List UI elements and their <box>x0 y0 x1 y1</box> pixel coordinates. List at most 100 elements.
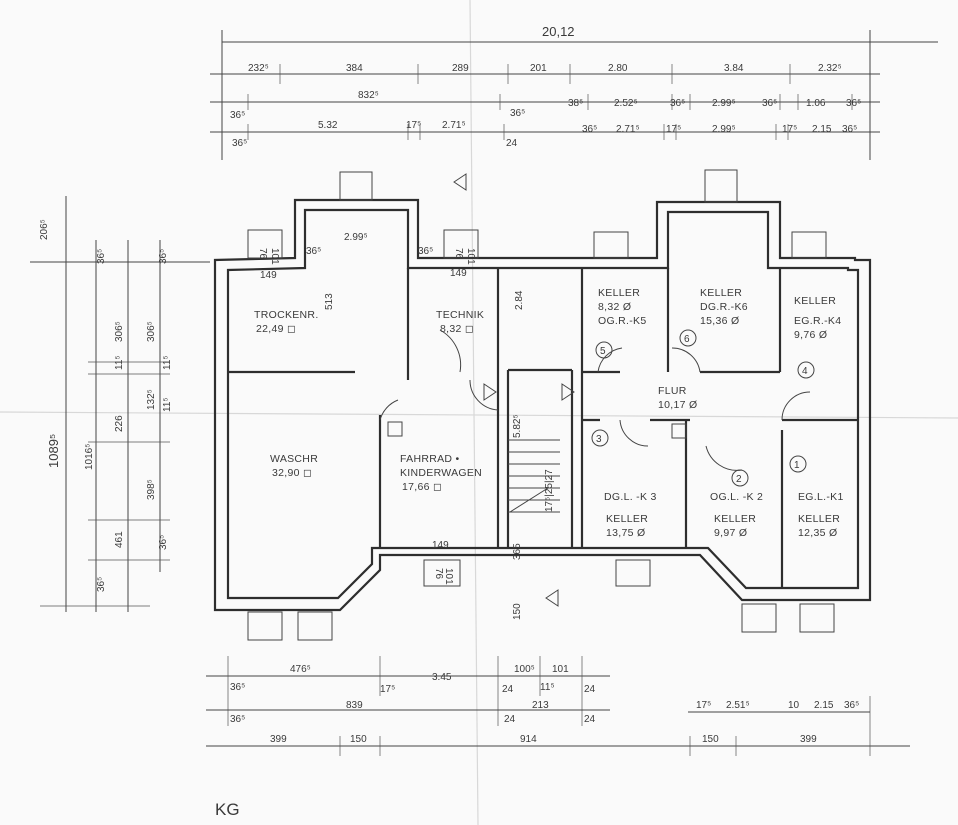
dim-top-row3-8: 17⁵ <box>666 124 681 135</box>
room-name-trocken: TROCKENR. <box>254 309 319 321</box>
dim-left-7: 226 <box>114 415 125 432</box>
dim-top-row3-1: 36⁵ <box>232 138 247 149</box>
dim-top-row3-2: 5.32 <box>318 120 338 131</box>
room-area-k1: 12,35 Ø <box>798 527 837 539</box>
dim-interior-4: 513 <box>324 293 335 310</box>
dim-left-2: 306⁵ <box>146 321 157 342</box>
dim-bottom-19: 399 <box>800 734 817 745</box>
dim-top-row3-3: 17⁵ <box>406 120 421 131</box>
dim-bottom-7: 17⁵ <box>380 684 395 695</box>
dim-left-5: 132⁵ <box>146 389 157 410</box>
dim-left-3: 11⁵ <box>114 355 125 370</box>
room-area-k2: 9,97 Ø <box>714 527 747 539</box>
room-unit-k2: OG.L. -K 2 <box>710 491 763 503</box>
dim-interior-2: 149 <box>450 268 467 279</box>
dim-left-9: 1016⁵ <box>84 444 95 470</box>
dim-bottom-right-1: 17⁵ <box>696 700 711 711</box>
room-name-k2: KELLER <box>714 513 756 525</box>
dim-top-row3-6: 36⁵ <box>582 124 597 135</box>
dim-top-row2-8: 36⁵ <box>762 98 777 109</box>
dim-top-5: 2.80 <box>608 63 628 74</box>
dim-interior-13: 76 <box>453 248 464 260</box>
room-area-trocken: 22,49 ◻ <box>256 323 296 335</box>
room-unit-k4: EG.R.-K4 <box>794 315 841 327</box>
dim-interior-7: 36⁵ <box>418 246 433 257</box>
room-name-k3: KELLER <box>606 513 648 525</box>
dim-bottom-4: 101 <box>552 664 569 675</box>
dim-top-row2-9: 1.06 <box>806 98 826 109</box>
dim-left-6: 11⁵ <box>162 397 173 412</box>
dim-top-4: 201 <box>530 63 547 74</box>
dim-bottom-15: 399 <box>270 734 287 745</box>
room-area-waschr: 32,90 ◻ <box>272 467 312 479</box>
dim-bottom-right-5: 36⁵ <box>844 700 859 711</box>
dim-interior-8: 2.84 <box>514 290 525 310</box>
top-dimension-chains: 20,12 232⁵ 384 289 201 2.80 3.84 2.32⁵ 3… <box>210 24 938 160</box>
dim-interior-17: 101 <box>443 568 454 585</box>
room-area-k3: 13,75 Ø <box>606 527 645 539</box>
dim-interior-1: 149 <box>260 270 277 281</box>
dim-interior-15: 101 <box>269 248 280 265</box>
dim-interior-11: 150 <box>512 603 523 620</box>
sheet-label: KG <box>215 800 240 819</box>
dim-left-top: 206⁵ <box>39 219 50 240</box>
fold-line-horizontal <box>0 411 958 419</box>
dim-top-3: 289 <box>452 63 469 74</box>
room-area-flur: 10,17 Ø <box>658 399 697 411</box>
dim-top-row2-2: 832⁵ <box>358 90 379 101</box>
dim-interior-14: 76 <box>433 568 444 580</box>
door-number-6: 6 <box>684 334 690 345</box>
dim-interior-5: 2.99⁵ <box>344 232 368 243</box>
dim-top-row2-5: 2.52⁵ <box>614 98 638 109</box>
dim-interior-3: 149 <box>432 540 449 551</box>
dim-top-1: 232⁵ <box>248 63 269 74</box>
left-dimension-chains: 206⁵ 1089⁵ 306⁵ 306⁵ 11⁵ 11⁵ 132⁵ 11⁵ 22… <box>30 196 210 612</box>
dim-interior-12: 76 <box>257 248 268 260</box>
dim-bottom-3: 100⁵ <box>514 664 535 675</box>
room-area-k5: 8,32 Ø <box>598 301 631 313</box>
dim-bottom-13: 24 <box>504 714 516 725</box>
dim-bottom-1: 476⁵ <box>290 664 311 675</box>
room-name2-fahrrad: KINDERWAGEN <box>400 467 482 479</box>
room-name-k1: KELLER <box>798 513 840 525</box>
dim-bottom-18: 150 <box>702 734 719 745</box>
dim-top-row3-12: 36⁵ <box>842 124 857 135</box>
room-name-k6: KELLER <box>700 287 742 299</box>
dim-bottom-6: 36⁵ <box>230 682 245 693</box>
dim-bottom-8: 839 <box>346 700 363 711</box>
room-area-fahrrad: 17,66 ◻ <box>402 481 442 493</box>
dim-bottom-right-3: 10 <box>788 700 800 711</box>
dim-bottom-16: 150 <box>350 734 367 745</box>
bottom-dimension-chains: 476⁵ 3.45 100⁵ 101 11⁵ 36⁵ 17⁵ 839 24 21… <box>206 656 910 756</box>
dim-interior-stair: 17⁵|25|27 <box>544 469 555 512</box>
door-number-5: 5 <box>600 346 606 357</box>
room-unit-k5: OG.R.-K5 <box>598 315 647 327</box>
dim-top-7: 2.32⁵ <box>818 63 842 74</box>
room-area-k6: 15,36 Ø <box>700 315 739 327</box>
dim-top-row2-10: 36⁵ <box>846 98 861 109</box>
dim-left-4: 11⁵ <box>162 355 173 370</box>
door-number-2: 2 <box>736 474 742 485</box>
dim-left-8: 398⁵ <box>146 479 157 500</box>
dim-top-6: 3.84 <box>724 63 744 74</box>
dim-top-row3-4: 2.71⁵ <box>442 120 466 131</box>
dim-bottom-12: 36⁵ <box>230 714 245 725</box>
dim-left-overall: 1089⁵ <box>46 434 61 468</box>
dim-bottom-17: 914 <box>520 734 537 745</box>
room-unit-k1: EG.L.-K1 <box>798 491 844 503</box>
dim-bottom-right-4: 2.15 <box>814 700 834 711</box>
dim-bottom-14: 24 <box>584 714 596 725</box>
dim-top-row2-6: 36⁵ <box>670 98 685 109</box>
dim-top-row2-7: 2.99⁵ <box>712 98 736 109</box>
dim-top-row2-3: 36⁵ <box>510 108 525 119</box>
dim-interior-16: 101 <box>465 248 476 265</box>
door-number-3: 3 <box>596 434 602 445</box>
door-number-markers: 5 6 4 3 2 1 <box>591 329 815 487</box>
dim-top-2: 384 <box>346 63 363 74</box>
room-name-technik: TECHNIK <box>436 309 484 321</box>
dim-top-row3-9: 2.99⁵ <box>712 124 736 135</box>
room-name-flur: FLUR <box>658 385 687 397</box>
room-area-k4: 9,76 Ø <box>794 329 827 341</box>
dim-bottom-9: 24 <box>502 684 514 695</box>
